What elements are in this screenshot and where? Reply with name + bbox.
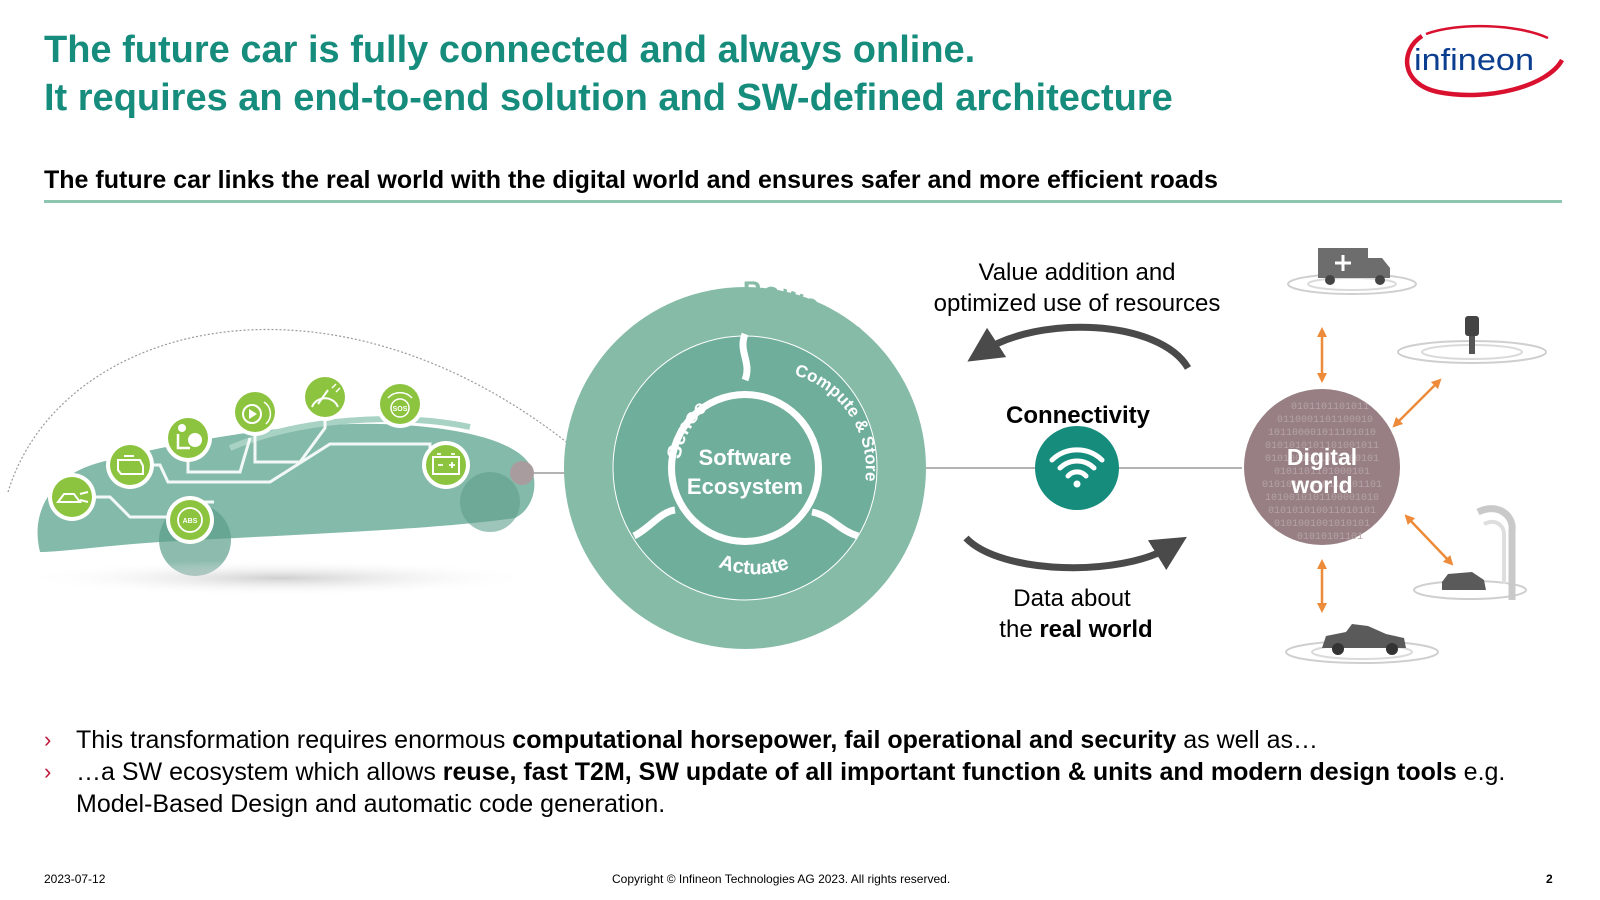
svg-text:0101001011010100101: 0101001011010100101 [1265,454,1379,465]
traffic-light-icon [1397,316,1547,364]
speaker-icon [231,388,279,436]
svg-text:0110001101100010: 0110001101100010 [1277,415,1373,426]
footer-date: 2023-07-12 [44,872,106,886]
binary-pattern: 0101101101011 0110001101100010 101100001… [1262,402,1382,543]
bullet-list: › This transformation requires enormous … [44,724,1584,820]
value-line-2: optimized use of resources [934,290,1221,317]
abs-icon: ABS [166,496,214,544]
convertible-car-icon [1285,624,1439,664]
car-illustration [7,328,580,596]
sos-icon: SOS [376,380,424,428]
title-line-1: The future car is fully connected and al… [44,29,976,71]
arrow-left-icon [967,323,1192,370]
digital-line-2: world [1290,472,1352,498]
svg-text:101100001011101010: 101100001011101010 [1268,428,1376,439]
digital-world-globe: 0101101101011 0110001101100010 101100001… [1244,389,1400,545]
truck-icon [1287,248,1417,295]
ring-bottom-label: Security solutions [675,641,841,692]
diagram: SOS ABS Always Powered! Security solutio… [7,248,1547,692]
svg-text:010101010011010101: 010101010011010101 [1268,506,1376,517]
center-line-1: Software [699,445,792,470]
abs-label: ABS [183,518,198,525]
subtitle: The future car links the real world with… [44,166,1218,194]
bullet-item: › …a SW ecosystem which allows reuse, fa… [44,758,1506,818]
svg-text:0101101101011: 0101101101011 [1291,402,1369,413]
logo-text: infineon [1414,42,1534,77]
digital-line-1: Digital [1287,444,1357,470]
software-ecosystem-wheel [564,287,1242,649]
bullet-item: › This transformation requires enormous … [44,726,1319,754]
engine-icon [106,441,154,489]
bullet-marker: › [44,727,52,752]
svg-text:01010101101: 01010101101 [1297,532,1363,543]
airbag-icon [164,414,212,462]
svg-text:Security solutions: Security solutions [675,641,841,692]
page-number: 2 [1546,872,1553,886]
svg-text:01010101010110101101: 01010101010110101101 [1262,480,1382,491]
center-line-2: Ecosystem [687,474,803,499]
battery-icon [422,441,470,489]
data-line-1: Data about [1013,585,1131,612]
svg-text:0101101101000101: 0101101101000101 [1274,467,1370,478]
bullet-marker: › [44,759,52,784]
wiper-icon [301,373,349,421]
data-line-2: the real world [999,616,1152,643]
infineon-logo: infineon [1404,24,1564,98]
title-line-2: It requires an end-to-end solution and S… [44,77,1173,119]
digital-arrows [1317,327,1454,613]
car-crash-icon [48,473,96,521]
svg-text:0101010101101001011: 0101010101101001011 [1265,441,1379,452]
connectivity-label: Connectivity [1006,402,1151,429]
svg-text:0101001001010101: 0101001001010101 [1274,519,1370,530]
wifi-icon [1035,426,1119,510]
value-line-1: Value addition and [978,259,1175,286]
arrow-right-icon [963,535,1187,572]
svg-text:1010010101100001010: 1010010101100001010 [1265,493,1379,504]
sos-label: SOS [393,406,408,413]
footer-copyright: Copyright © Infineon Technologies AG 202… [612,872,951,886]
divider [44,200,1562,203]
page-title: The future car is fully connected and al… [44,26,1173,122]
toll-gate-icon [1413,505,1527,600]
